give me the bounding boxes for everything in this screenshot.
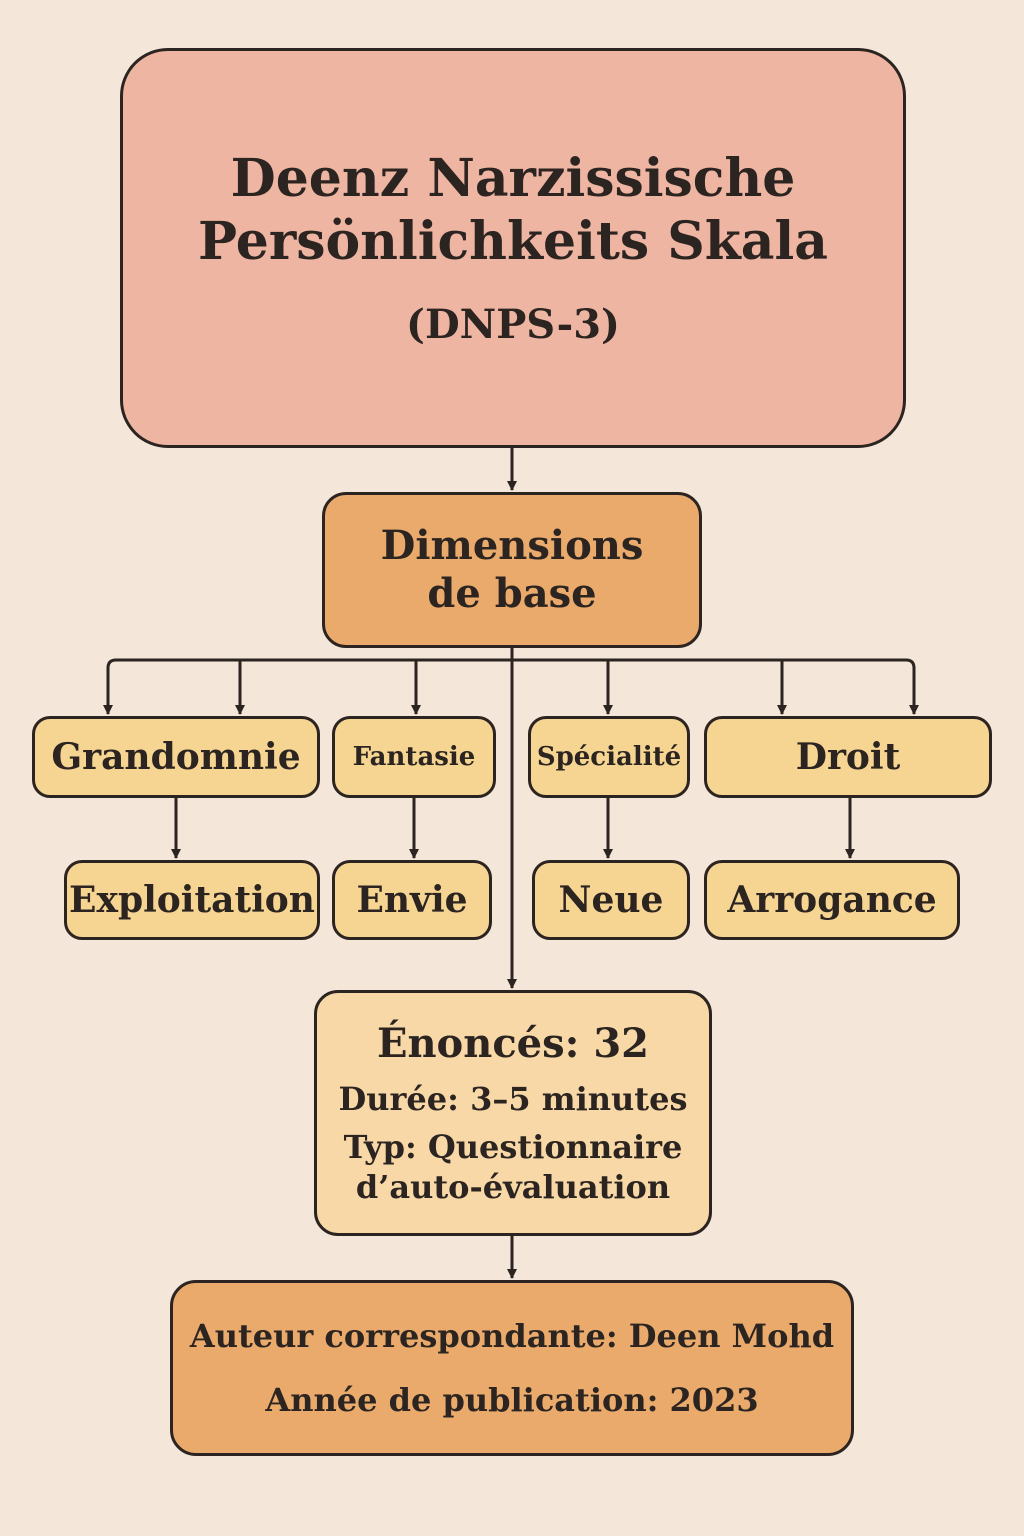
dimension-node-fantasie: Fantasie bbox=[332, 716, 496, 798]
subdimension-node-exploitation: Exploitation bbox=[64, 860, 320, 940]
subdimension-label: Exploitation bbox=[69, 879, 315, 921]
dimension-label: Spécialité bbox=[536, 742, 682, 772]
title-line-1: Deenz Narzissische bbox=[230, 148, 796, 210]
publication-box: Auteur correspondante: Deen Mohd Année d… bbox=[170, 1280, 854, 1456]
title-line-2: Persönlichkeits Skala bbox=[198, 210, 828, 272]
dimension-node-droit: Droit bbox=[704, 716, 992, 798]
details-items: Énoncés: 32 bbox=[376, 1020, 649, 1067]
title-box: Deenz Narzissische Persönlichkeits Skala… bbox=[120, 48, 906, 448]
dimension-label: Grandomnie bbox=[51, 736, 301, 778]
dimension-node-specialite: Spécialité bbox=[528, 716, 690, 798]
subdimension-node-neue: Neue bbox=[532, 860, 690, 940]
core-line-1: Dimensions bbox=[380, 522, 644, 569]
core-line-2: de base bbox=[427, 570, 597, 617]
subdimension-label: Arrogance bbox=[727, 879, 937, 921]
subdimension-label: Neue bbox=[558, 879, 664, 921]
publication-author: Auteur correspondante: Deen Mohd bbox=[189, 1317, 835, 1355]
details-box: Énoncés: 32 Durée: 3–5 minutes Typ: Ques… bbox=[314, 990, 712, 1236]
publication-year: Année de publication: 2023 bbox=[265, 1381, 759, 1419]
details-type-line-2: d’auto-évaluation bbox=[355, 1168, 671, 1206]
subdimension-label: Envie bbox=[356, 879, 468, 921]
title-abbreviation: (DNPS-3) bbox=[406, 300, 620, 348]
details-type-line-1: Typ: Questionnaire bbox=[343, 1128, 683, 1166]
subdimension-node-arrogance: Arrogance bbox=[704, 860, 960, 940]
dimension-node-grandomnie: Grandomnie bbox=[32, 716, 320, 798]
details-duration: Durée: 3–5 minutes bbox=[338, 1080, 688, 1118]
dimension-label: Fantasie bbox=[352, 742, 476, 772]
subdimension-node-envie: Envie bbox=[332, 860, 492, 940]
core-dimensions-box: Dimensions de base bbox=[322, 492, 702, 648]
dimension-label: Droit bbox=[795, 736, 901, 778]
